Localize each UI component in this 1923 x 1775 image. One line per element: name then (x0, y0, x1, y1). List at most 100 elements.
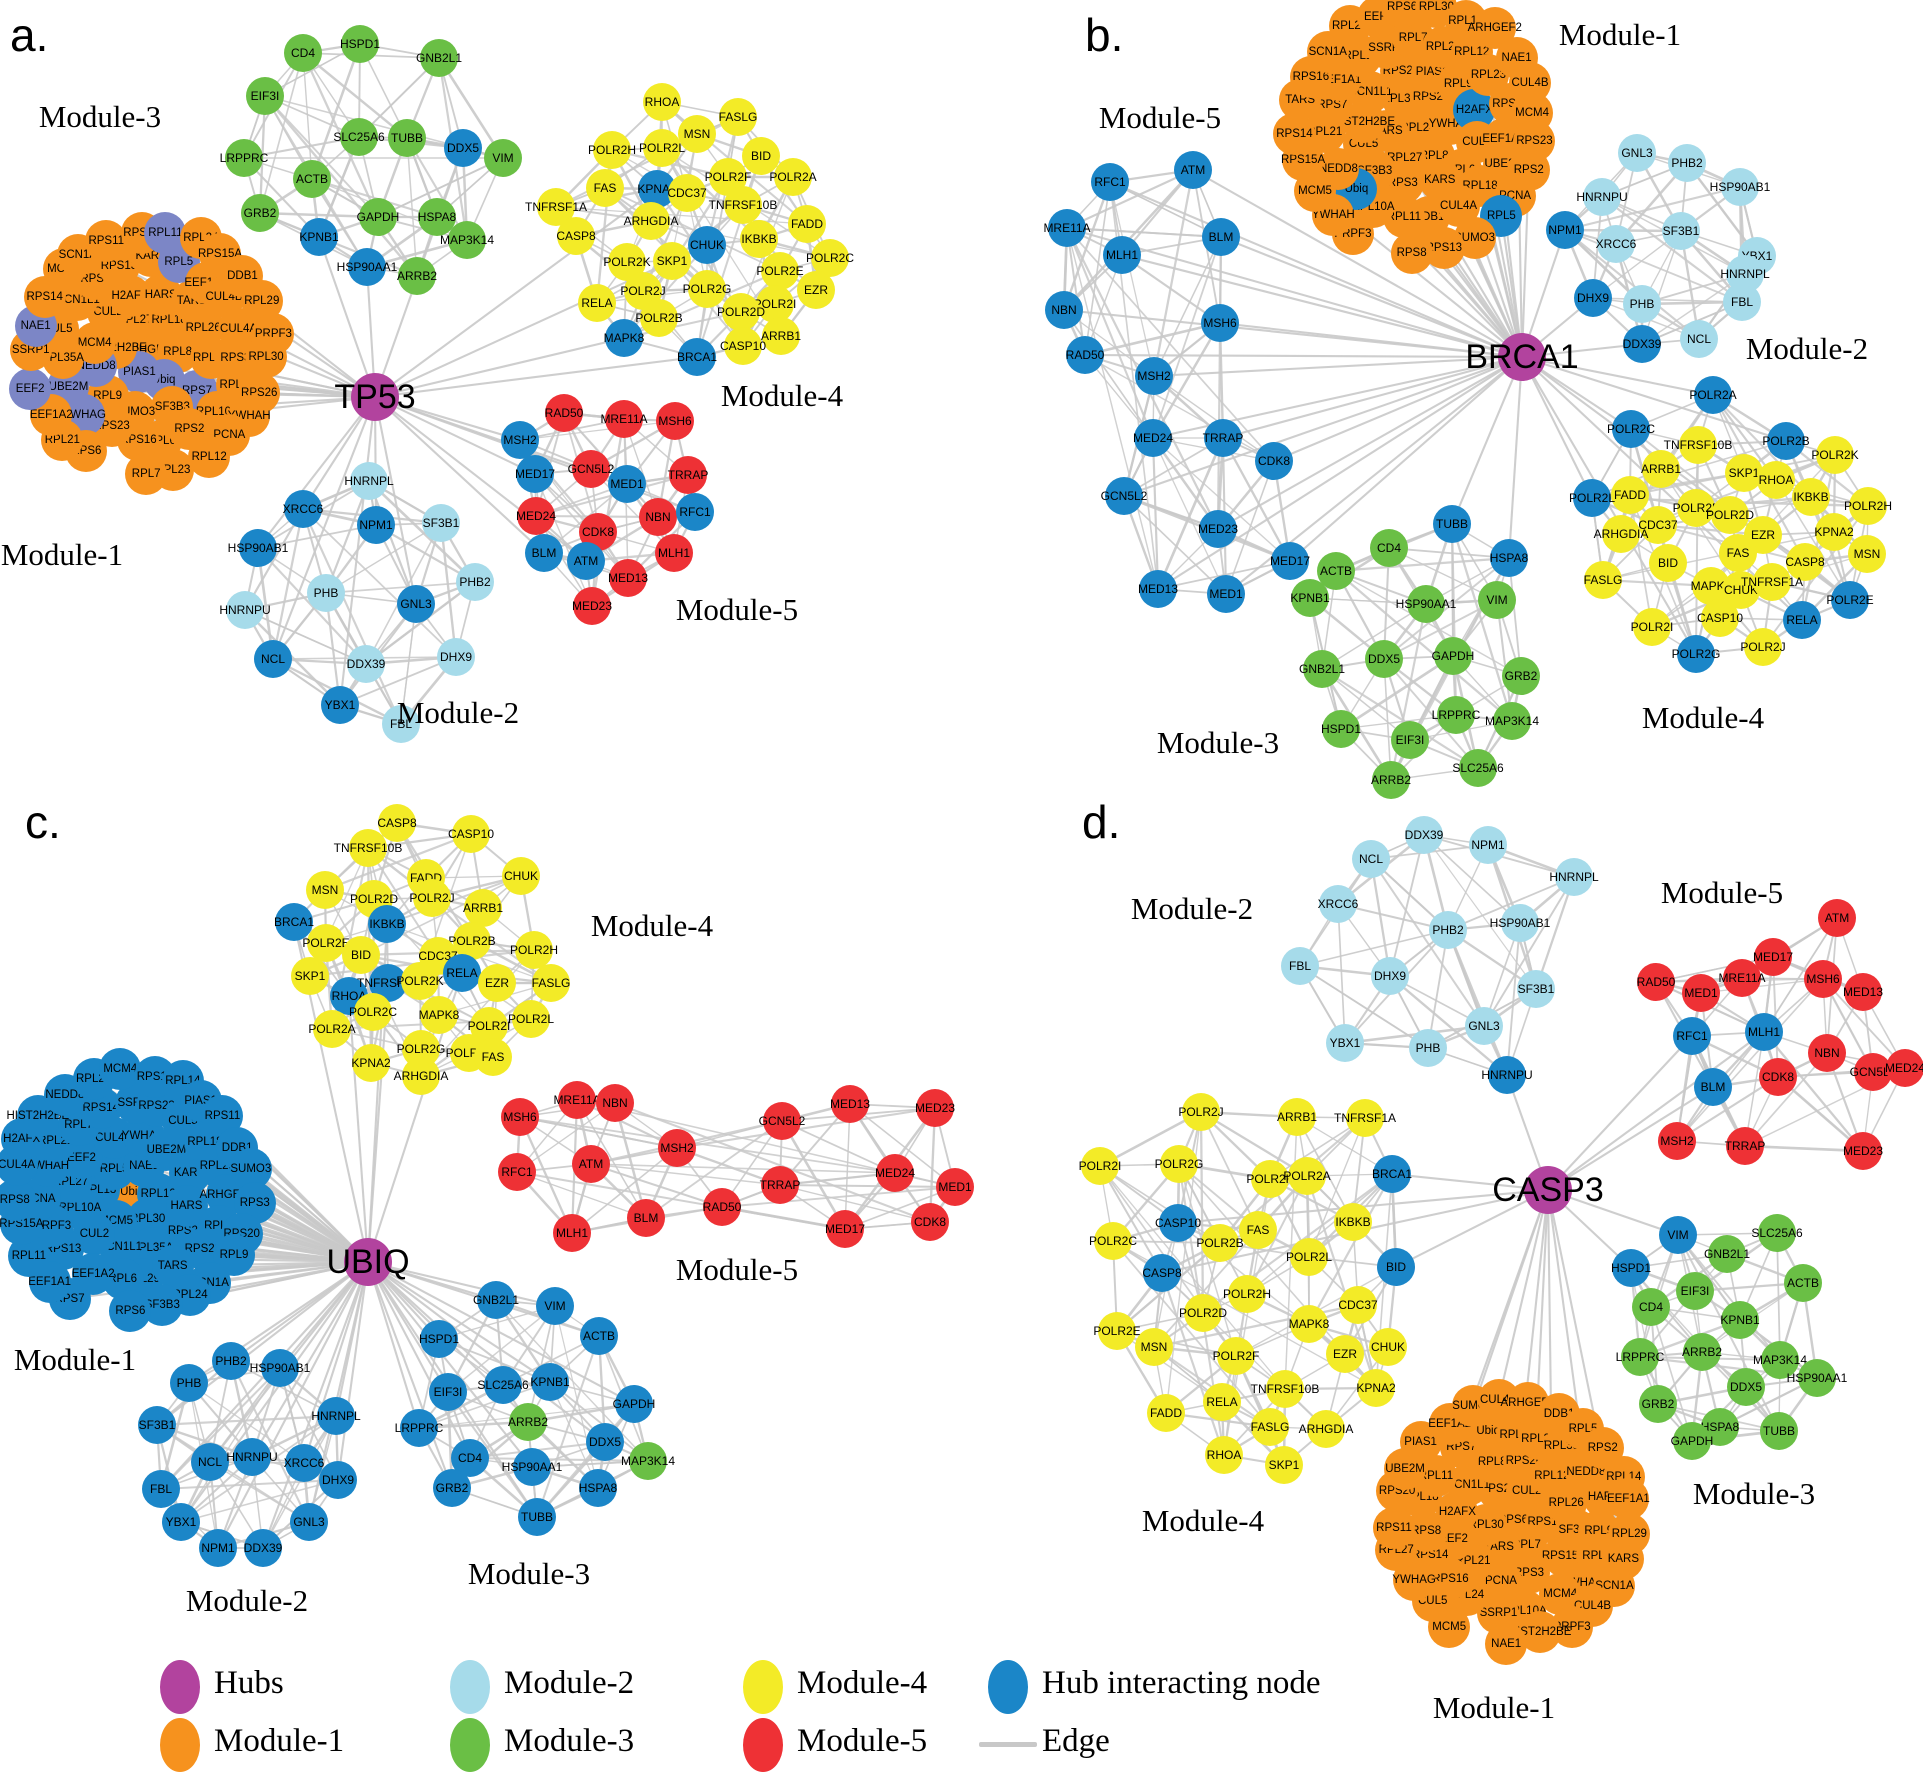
gene-node: GNL3 (397, 585, 435, 623)
gene-node: CDK8 (911, 1203, 949, 1241)
gene-node: RHOA (1757, 461, 1795, 499)
gene-node: HSP90AA1 (1787, 1359, 1847, 1397)
gene-node: MSH2 (658, 1129, 696, 1167)
gene-node: POLR2A (1283, 1157, 1331, 1195)
gene-node: ATM (1174, 151, 1212, 189)
gene-node: VIM (484, 139, 522, 177)
gene-node: HSP90AA1 (337, 248, 397, 286)
gene-node: MED23 (1843, 1132, 1883, 1170)
module-label: Module-5 (675, 592, 799, 627)
gene-node: PHB2 (456, 563, 494, 601)
gene-node: NCL (254, 640, 292, 678)
gene-node: TNFRSF10B (334, 829, 402, 867)
gene-node: FAS (474, 1038, 512, 1076)
gene-node: DHX9 (1574, 279, 1612, 317)
gene-node: MSH6 (1201, 304, 1239, 342)
gene-node: LRPPRC (1432, 696, 1480, 734)
gene-node: ACTB (580, 1317, 618, 1355)
gene-node: MED17 (515, 455, 555, 493)
gene-node: MED13 (1138, 570, 1178, 608)
gene-node: CDC37 (1338, 1286, 1378, 1324)
legend-swatch-module-2 (450, 1660, 490, 1714)
gene-node: DDX39 (244, 1529, 282, 1567)
gene-node: POLR2D (717, 293, 765, 331)
gene-node: POLR2C (1089, 1222, 1137, 1260)
gene-node: POLR2A (1689, 376, 1737, 414)
gene-node: GCN5L2 (759, 1102, 805, 1140)
gene-node: CD4 (1370, 529, 1408, 567)
gene-node: TRRAP (1725, 1127, 1765, 1165)
edge-legend-line (979, 1742, 1037, 1747)
gene-node: RPS11 (85, 219, 128, 262)
gene-node: ARRB2 (508, 1403, 548, 1441)
gene-node: XRCC6 (283, 490, 323, 528)
gene-node: ARRB1 (1277, 1098, 1317, 1136)
gene-node: TNFRSF10B (709, 186, 777, 224)
gene-node: POLR2C (1607, 410, 1655, 448)
gene-node: KPNB1 (1720, 1301, 1760, 1339)
gene-node: GRB2 (241, 194, 279, 232)
gene-node: CASP8 (556, 217, 596, 255)
gene-node: RPS6 (109, 1290, 152, 1333)
module-label: Module-1 (1432, 1690, 1556, 1725)
module-label: Module-5 (675, 1252, 799, 1287)
gene-node: SKP1 (1725, 454, 1763, 492)
gene-node: YWHAG (1392, 1559, 1436, 1602)
gene-node: RHOA (1205, 1436, 1243, 1474)
module-label: Module-5 (1098, 100, 1222, 135)
gene-node: HARS (165, 1185, 208, 1228)
module-label: Module-3 (1156, 725, 1280, 760)
gene-node: DDX5 (1727, 1368, 1765, 1406)
gene-node: PHB (1409, 1029, 1447, 1067)
gene-node: RPS11 (1372, 1507, 1415, 1550)
gene-node: FAS (586, 169, 624, 207)
hub-node: UBIQ (326, 1238, 410, 1286)
gene-node: PHB2 (1668, 144, 1706, 182)
gene-node: MED24 (875, 1154, 915, 1192)
gene-node: FASLG (532, 964, 570, 1002)
gene-node: LRPPRC (1616, 1338, 1664, 1376)
gene-node: MED23 (915, 1089, 955, 1127)
gene-node: BID (342, 936, 380, 974)
gene-node: FAS (1239, 1211, 1277, 1249)
gene-node: TRRAP (760, 1166, 800, 1204)
gene-node: MLH1 (1103, 236, 1141, 274)
legend-swatch-module-5 (743, 1718, 783, 1772)
gene-node: RAD50 (1066, 336, 1104, 374)
gene-node: RFC1 (676, 493, 714, 531)
gene-node: MAPK8 (604, 319, 644, 357)
gene-node: FADD (1611, 476, 1649, 514)
gene-node: MED24 (1133, 419, 1173, 457)
gene-node: FBL (382, 705, 420, 743)
gene-node: ARRB1 (761, 317, 801, 355)
gene-node: EZR (797, 271, 835, 309)
gene-node: BRCA1 (1372, 1155, 1412, 1193)
gene-node: CHUK (502, 857, 540, 895)
gene-node: ATM (1818, 899, 1856, 937)
gene-node: IKBKB (1792, 478, 1830, 516)
gene-node: CHUK (688, 226, 726, 264)
gene-node: SF3B1 (138, 1406, 176, 1444)
gene-node: NCL (1352, 840, 1390, 878)
gene-node: MED23 (572, 587, 612, 625)
gene-node: BLM (525, 534, 563, 572)
legend-swatch-module-1 (160, 1718, 200, 1772)
gene-node: MRE11A (1718, 959, 1766, 997)
gene-node: BLM (1202, 218, 1240, 256)
gene-node: HNRNPL (1549, 858, 1599, 896)
gene-node: CDC37 (667, 174, 707, 212)
legend-label: Module-5 (797, 1723, 928, 1759)
gene-node: ATM (567, 542, 605, 580)
gene-node: TNFRSF10B (1251, 1370, 1319, 1408)
gene-node: CASP10 (720, 327, 766, 365)
gene-node: POLR2H (1844, 487, 1892, 525)
gene-node: MLH1 (655, 534, 693, 572)
gene-node: TUBB (1433, 505, 1471, 543)
module-label: Module-1 (1558, 17, 1682, 52)
gene-node: HSPD1 (419, 1320, 459, 1358)
gene-node: FBL (1281, 947, 1319, 985)
gene-node: HSP90AB1 (250, 1349, 310, 1387)
gene-node: PHB (1623, 285, 1661, 323)
gene-node: POLR2E (756, 252, 804, 290)
gene-node: RELA (1203, 1383, 1241, 1421)
